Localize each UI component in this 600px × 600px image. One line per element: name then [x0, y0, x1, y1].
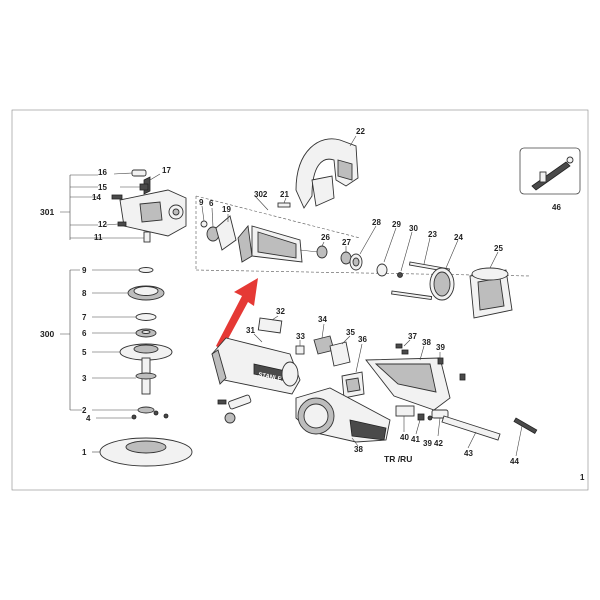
part-group-300: 9 8 7 300 6 5 3 2 4 1 — [40, 266, 193, 467]
label-6: 6 — [82, 329, 87, 338]
label-39a: 39 — [436, 343, 445, 352]
part-group-stator: 28 29 30 23 24 25 — [349, 218, 513, 319]
label-42: 42 — [434, 439, 443, 448]
pointer-arrow — [216, 278, 258, 350]
red-arrow-icon — [216, 278, 258, 350]
label-38a: 38 — [422, 338, 431, 347]
label-8: 8 — [82, 289, 87, 298]
label-33: 33 — [296, 332, 305, 341]
label-5: 5 — [82, 348, 87, 357]
label-7: 7 — [82, 313, 87, 322]
label-302: 302 — [254, 190, 268, 199]
label-1: 1 — [82, 448, 87, 457]
part-22-handle: 22 — [295, 127, 365, 209]
label-27: 27 — [342, 238, 351, 247]
part-group-rear-handle: 38 40 41 39 42 43 44 TR /RU — [217, 387, 538, 466]
label-25: 25 — [494, 244, 503, 253]
label-15: 15 — [98, 183, 107, 192]
part-group-cover: 37 38 39 — [365, 332, 466, 411]
label-301: 301 — [40, 207, 54, 217]
label-4: 4 — [86, 414, 91, 423]
label-3: 3 — [82, 374, 87, 383]
label-21: 21 — [280, 190, 289, 199]
label-35: 35 — [346, 328, 355, 337]
label-38b: 38 — [354, 445, 363, 454]
page-number: 1 — [580, 473, 585, 482]
label-12: 12 — [98, 220, 107, 229]
label-28: 28 — [372, 218, 381, 227]
part-46-inset: 46 — [519, 147, 581, 212]
label-2: 2 — [82, 406, 87, 415]
label-9: 9 — [82, 266, 87, 275]
label-43: 43 — [464, 449, 473, 458]
label-23: 23 — [428, 230, 437, 239]
diagram-frame — [11, 109, 589, 491]
label-11: 11 — [94, 233, 103, 242]
label-16: 16 — [98, 168, 107, 177]
label-41: 41 — [411, 435, 420, 444]
label-40: 40 — [400, 433, 409, 442]
brand-label: STANLEY — [258, 372, 286, 384]
label-29: 29 — [392, 220, 401, 229]
label-26: 26 — [321, 233, 330, 242]
label-46: 46 — [552, 203, 561, 212]
label-14: 14 — [92, 193, 101, 202]
label-300: 300 — [40, 329, 54, 339]
label-31: 31 — [246, 326, 255, 335]
label-44: 44 — [510, 457, 519, 466]
label-17: 17 — [162, 166, 171, 175]
label-trru: TR /RU — [384, 454, 412, 464]
label-9b: 9 — [199, 198, 204, 207]
label-19: 19 — [222, 205, 231, 214]
label-36: 36 — [358, 335, 367, 344]
label-32: 32 — [276, 307, 285, 316]
label-39b: 39 — [423, 439, 432, 448]
part-group-brushes: 34 33 35 36 — [295, 315, 367, 399]
label-30: 30 — [409, 224, 418, 233]
label-24: 24 — [454, 233, 463, 242]
label-6b: 6 — [209, 199, 214, 208]
label-37: 37 — [408, 332, 417, 341]
part-31-housing: STANLEY 32 31 — [211, 307, 301, 395]
part-group-302: 302 21 9 6 19 26 27 — [195, 190, 531, 277]
label-34: 34 — [318, 315, 327, 324]
part-group-301: 16 17 15 14 301 12 11 — [40, 166, 187, 243]
label-22: 22 — [356, 127, 365, 136]
